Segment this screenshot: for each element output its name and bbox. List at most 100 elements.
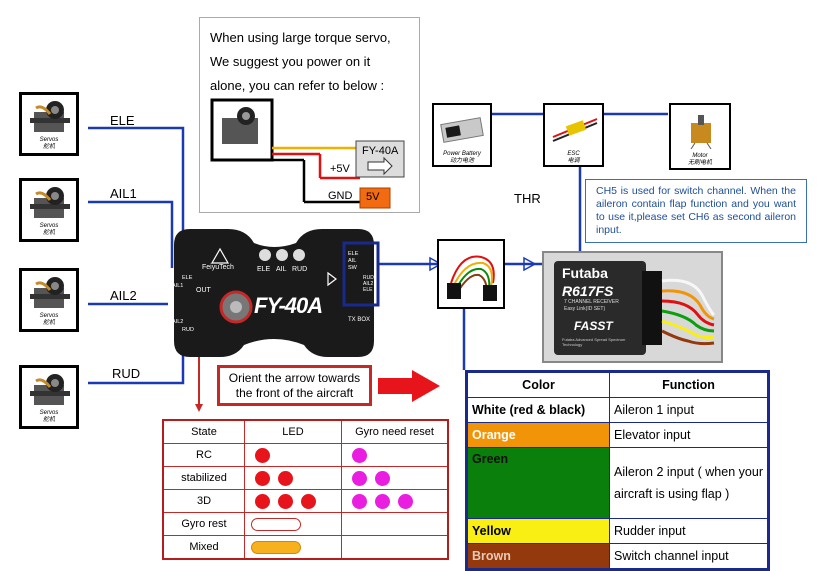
table-header-row: State LED Gyro need reset	[162, 419, 449, 444]
in-port-label: ELE AIL SW	[348, 251, 378, 272]
led-label-ele: ELE	[257, 266, 271, 273]
table-header-row: Color Function	[466, 371, 769, 398]
power-wiring-sketch	[210, 98, 405, 209]
port-ail1: AIL1	[172, 283, 184, 289]
servo-icon	[30, 187, 70, 218]
pointer-arrowhead	[195, 404, 203, 412]
port-rud: RUD	[182, 327, 194, 333]
led-dot	[278, 470, 293, 486]
servo-icon	[30, 374, 70, 405]
battery-caption-cn: 动力电池	[449, 158, 474, 164]
header-led: LED	[244, 419, 342, 444]
led-dot	[255, 447, 270, 463]
servo-caption-en: Servos	[39, 410, 59, 416]
esc-caption-en: ESC	[567, 151, 580, 157]
orient-note: Orient the arrow towards the front of th…	[217, 365, 372, 406]
reset-cell	[341, 512, 449, 536]
in-port-ele: ELE	[348, 251, 359, 257]
receiver-sub: 7 CHANNEL RECEIVER	[564, 299, 619, 305]
table-row: Orange Elevator input	[466, 422, 769, 448]
signal-harness	[437, 239, 505, 309]
front-direction-arrow	[378, 370, 440, 402]
reset-dot	[352, 470, 367, 486]
table-row: RC	[162, 443, 449, 467]
color-cell: Orange	[466, 422, 610, 448]
header-gyro-reset: Gyro need reset	[341, 419, 449, 444]
led-state-table: State LED Gyro need reset RC stabilized …	[162, 419, 449, 560]
table-row: stabilized	[162, 466, 449, 490]
led-dot	[255, 470, 270, 486]
receiver-fasst: FASST	[574, 319, 613, 333]
note-5v-label: 5V	[366, 191, 380, 203]
color-cell: Green	[466, 447, 610, 519]
harness-icon	[447, 255, 497, 301]
state-cell: 3D	[162, 489, 245, 513]
table-row: Yellow Rudder input	[466, 518, 769, 544]
reset-dot	[398, 493, 413, 509]
in-port-ele-b: ELE	[363, 287, 373, 293]
thr-label: THR	[514, 191, 541, 206]
led-pill-orange	[251, 540, 301, 554]
wire-ail1	[88, 200, 174, 268]
motor-caption-en: Motor	[692, 153, 708, 159]
reset-cell	[341, 466, 449, 490]
color-cell: Brown	[466, 543, 610, 570]
table-row: Green Aileron 2 input ( when your aircra…	[466, 447, 769, 519]
led-dot	[278, 493, 293, 509]
state-cell: Gyro rest	[162, 512, 245, 536]
function-cell: Aileron 1 input	[609, 397, 769, 423]
port-ele: ELE	[182, 275, 193, 281]
note-line-1: When using large torque servo,	[210, 30, 391, 45]
motor-caption-cn: 无刷电机	[687, 160, 712, 166]
led-cell	[244, 489, 342, 513]
function-cell: Aileron 2 input ( when your aircraft is …	[609, 447, 769, 519]
servo-caption-cn: 舵机	[42, 417, 55, 423]
state-cell: stabilized	[162, 466, 245, 490]
receiver-wires	[642, 271, 716, 346]
esc-icon	[552, 118, 598, 142]
header-color: Color	[466, 371, 610, 398]
fy40a-controller: FeiyuTech FY-40A ELE AIL RUD OUT ELE AIL…	[168, 227, 380, 359]
servo-caption-en: Servos	[39, 313, 59, 319]
wire-ele	[88, 126, 185, 260]
label-ail1: AIL1	[110, 186, 137, 201]
port-ail2: AIL2	[172, 319, 184, 325]
wire-arrow-controller	[429, 256, 443, 272]
receiver-sub2: Easy Link(ID SET)	[564, 306, 606, 312]
led-cell	[244, 443, 342, 467]
motor-icon	[690, 115, 712, 149]
table-row: Mixed	[162, 535, 449, 560]
reset-cell	[341, 535, 449, 560]
receiver-case	[554, 261, 646, 355]
out-label: OUT	[196, 287, 211, 294]
led-dot	[301, 493, 316, 509]
servo-icon	[30, 277, 70, 308]
servo-caption-cn: 舵机	[42, 320, 55, 326]
battery-icon	[440, 117, 484, 143]
servo-caption-cn: 舵机	[42, 144, 55, 150]
receiver: Futaba R617FS 7 CHANNEL RECEIVER Easy Li…	[542, 251, 723, 363]
led-dot	[255, 493, 270, 509]
receiver-model: R617FS	[562, 283, 614, 299]
controller-body	[174, 229, 380, 357]
note-line-3: alone, you can refer to below :	[210, 78, 385, 93]
esc-caption-cn: 电调	[567, 158, 580, 164]
header-state: State	[162, 419, 245, 444]
reset-cell	[341, 489, 449, 513]
label-ele: ELE	[110, 113, 135, 128]
in-port-ail2: AIL2	[363, 281, 374, 287]
controller-brand: FeiyuTech	[202, 264, 234, 271]
led-cell	[244, 512, 342, 536]
